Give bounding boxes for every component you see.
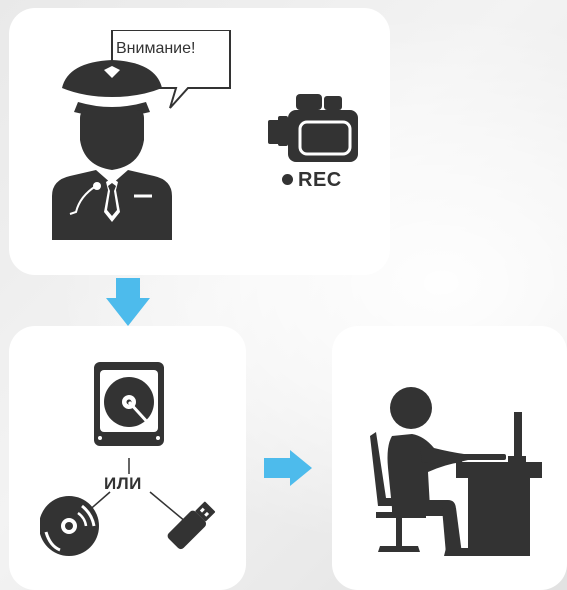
security-guard-icon (52, 30, 231, 240)
arrow-right-icon (264, 450, 312, 486)
or-label: ИЛИ (104, 474, 142, 493)
person-at-computer-icon (370, 387, 542, 556)
rec-indicator-dot (282, 174, 293, 185)
arrow-down-icon (106, 278, 150, 326)
video-camera-icon (268, 94, 358, 162)
rec-label: REC (298, 169, 342, 191)
usb-flash-drive-icon (167, 501, 216, 550)
speech-bubble-text: Внимание! (116, 40, 196, 57)
optical-disc-icon (40, 496, 99, 556)
hard-drive-icon (94, 362, 164, 446)
